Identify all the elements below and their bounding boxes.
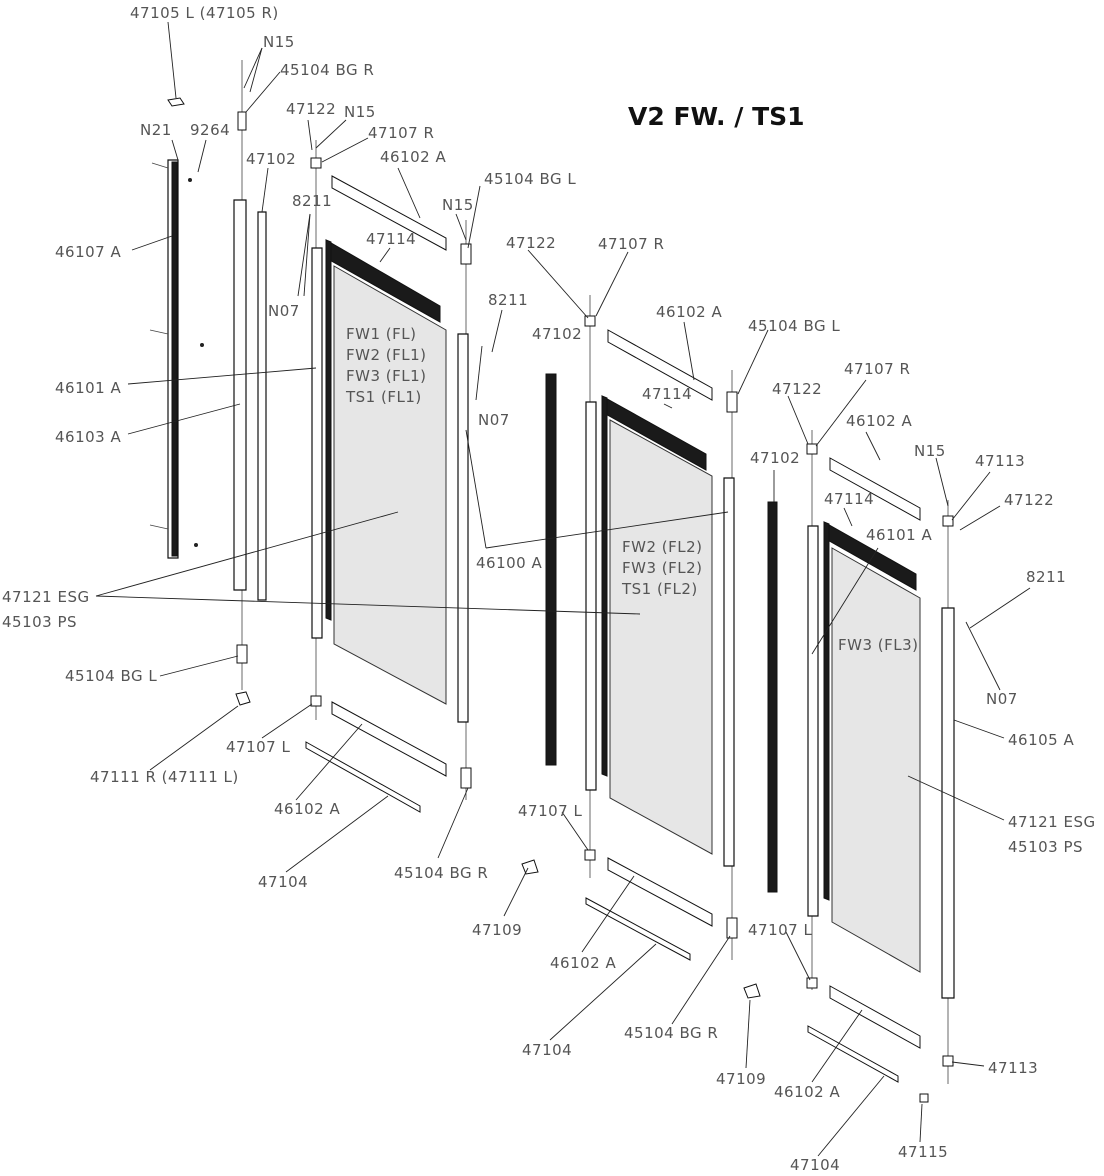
part-label: 46105 A [1008,731,1074,749]
panel-label: TS1 (FL2) [621,580,698,598]
part-label: 8211 [1026,568,1066,586]
part-label: 47114 [642,385,692,403]
panel-label: FW2 (FL2) [622,538,703,556]
part-label: 46107 A [55,243,121,261]
panel-label: TS1 (FL1) [345,388,422,406]
part-label: 8211 [292,192,332,210]
glass-panel-fl1 [325,239,447,705]
part-label: 45104 BG L [748,317,840,335]
top-cap-47105 [167,97,185,107]
part-label: 47104 [522,1041,572,1059]
panel-label: FW3 (FL2) [622,559,703,577]
part-label: 47107 L [226,738,290,756]
part-label: 47122 [286,100,336,118]
part-label: 45103 PS [2,613,77,631]
part-label: N07 [986,690,1018,708]
part-label: N15 [914,442,946,460]
part-label: 47107 L [518,802,582,820]
part-label: 47102 [532,325,582,343]
part-label: 47115 [898,1143,948,1161]
part-label: 47107 L [748,921,812,939]
panel-label: FW2 (FL1) [346,346,427,364]
part-label: 46102 A [656,303,722,321]
part-label: N07 [478,411,510,429]
part-label: 46102 A [274,800,340,818]
part-label: 47122 [506,234,556,252]
part-label: 47114 [366,230,416,248]
part-label: 8211 [488,291,528,309]
part-label: 46102 A [846,412,912,430]
part-label: 47111 R (47111 L) [90,768,239,786]
part-label: N15 [263,33,295,51]
part-label: 45104 BG R [280,61,374,79]
part-label: 47109 [472,921,522,939]
part-label: 46102 A [380,148,446,166]
part-label: 45104 BG L [484,170,576,188]
part-label: 47113 [988,1059,1038,1077]
part-label: 46102 A [550,954,616,972]
part-label: 46100 A [476,554,542,572]
part-labels: 47105 L (47105 R) N15 45104 BG R N21 926… [2,4,1096,1174]
part-label: N21 [140,121,172,139]
glass-panel-fl3 [823,521,921,973]
part-label: 47107 R [844,360,910,378]
part-label: 47107 R [368,124,434,142]
part-label: 47102 [750,449,800,467]
part-label: N15 [442,196,474,214]
part-label: 47107 R [598,235,664,253]
part-label: 47114 [824,490,874,508]
part-label: 47122 [1004,491,1054,509]
wall-profile-46107a [149,159,204,559]
part-label: 45104 BG R [624,1024,718,1042]
part-label: 46102 A [774,1083,840,1101]
part-label: 47109 [716,1070,766,1088]
part-label: 45103 PS [1008,838,1083,856]
part-label: 45104 BG R [394,864,488,882]
panel-annotations: FW1 (FL) FW2 (FL1) FW3 (FL1) TS1 (FL1) F… [345,325,919,654]
part-label: 9264 [190,121,230,139]
panel-label: FW1 (FL) [346,325,416,343]
part-label: 45104 BG L [65,667,157,685]
part-label: 47122 [772,380,822,398]
part-label: 46101 A [55,379,121,397]
part-label: N07 [268,302,300,320]
part-label: 46103 A [55,428,121,446]
part-label: 47121 ESG [2,588,90,606]
parts [149,60,955,1103]
part-label: 47104 [258,873,308,891]
glass-panel-fl2 [601,395,713,855]
part-label: 47121 ESG [1008,813,1096,831]
part-label: 47113 [975,452,1025,470]
panel-label: FW3 (FL3) [838,636,919,654]
part-label: 47102 [246,150,296,168]
part-label: N15 [344,103,376,121]
part-label: 47104 [790,1156,840,1174]
part-label: 46101 A [866,526,932,544]
leader-lines [95,21,1031,1157]
part-label: 47105 L (47105 R) [130,4,279,22]
diagram-title: V2 FW. / TS1 [628,102,805,131]
panel-label: FW3 (FL1) [346,367,427,385]
